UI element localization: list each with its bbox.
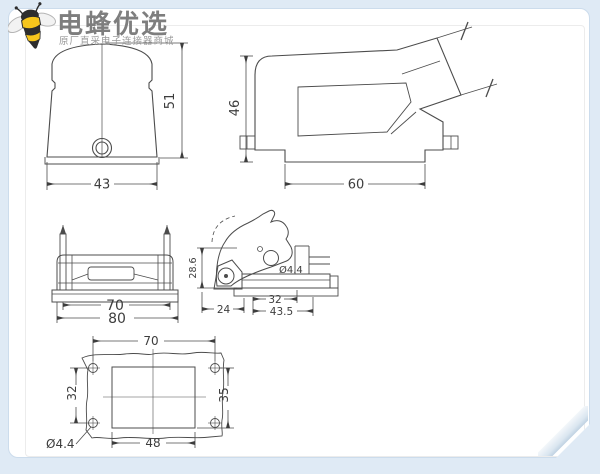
dim-label-hole-dia: Ø4.4	[46, 437, 75, 451]
dim-label-32-left: 32	[65, 385, 79, 400]
dim-label-43: 43	[94, 178, 111, 193]
housing-body	[56, 254, 174, 291]
entry-size-ticks	[436, 21, 498, 98]
pivot-circle	[217, 267, 235, 285]
brand-tagline: 原厂直采电子连接器商城	[59, 36, 175, 47]
housing-side-view: 28.6 24 32 43.5	[188, 209, 339, 318]
hole-dia-leader	[75, 426, 92, 445]
brand-name: 电蜂优选	[57, 10, 170, 40]
base-plate	[51, 289, 179, 303]
dim-35-right	[197, 367, 234, 429]
dim-label-46: 46	[228, 100, 243, 117]
dim-70	[62, 302, 171, 310]
dim-label-48: 48	[145, 436, 160, 450]
left-lever	[59, 225, 67, 291]
dim-32-left	[70, 367, 87, 424]
dim-label-70-top: 70	[143, 334, 158, 348]
dim-label-32-side: 32	[268, 294, 281, 306]
right-lever	[163, 225, 171, 291]
dim-46	[240, 55, 253, 163]
dim-48	[111, 432, 196, 448]
hood-side-window	[297, 82, 412, 137]
dim-label-24: 24	[217, 304, 231, 316]
left-peg	[239, 135, 256, 150]
drawing-sheet-card	[8, 8, 590, 458]
locking-lever	[215, 209, 293, 287]
dim-label-51: 51	[163, 93, 178, 110]
housing-side-body	[241, 273, 331, 289]
dim-label-43-5: 43.5	[270, 306, 293, 318]
dim-43	[46, 162, 158, 190]
mounting-holes	[86, 361, 222, 430]
bee-icon	[8, 2, 56, 54]
catch-post	[294, 245, 330, 274]
dim-24	[201, 292, 245, 313]
dim-80	[56, 302, 179, 323]
dim-32-side	[252, 290, 298, 315]
dim-label-hole-side: Ø4.4	[279, 264, 303, 276]
dim-label-80: 80	[108, 311, 126, 327]
lever-bracket	[213, 259, 243, 290]
sheet-inner-border	[25, 25, 585, 457]
lever-swing-arc	[211, 215, 236, 243]
dim-label-28-6: 28.6	[188, 257, 199, 278]
hood-front-outline	[46, 43, 158, 158]
right-peg	[442, 135, 459, 150]
hood-front-base	[44, 157, 160, 165]
dim-60	[284, 164, 426, 189]
dim-70-top	[92, 336, 216, 361]
dim-label-70: 70	[106, 298, 124, 314]
dim-28-6	[197, 247, 237, 289]
dim-51	[106, 42, 188, 159]
center-slot	[87, 266, 135, 281]
panel-cutout-view: 70 32 35 48	[46, 334, 234, 451]
housing-side-flange	[233, 287, 339, 297]
lever-hole	[263, 250, 279, 266]
dim-43-5	[252, 297, 314, 316]
housing-front-view: 70 80	[51, 225, 179, 327]
dim-label-35-right: 35	[217, 387, 231, 402]
cutout-rect	[111, 366, 196, 429]
hood-front-view: 51 43	[44, 42, 188, 193]
hood-side-outline	[254, 37, 462, 163]
dim-label-60: 60	[348, 178, 365, 193]
cable-gland-hole	[91, 137, 113, 159]
hood-side-view: 46 60	[228, 21, 498, 193]
logo: 电蜂优选 原厂直采电子连接器商城	[0, 0, 220, 60]
